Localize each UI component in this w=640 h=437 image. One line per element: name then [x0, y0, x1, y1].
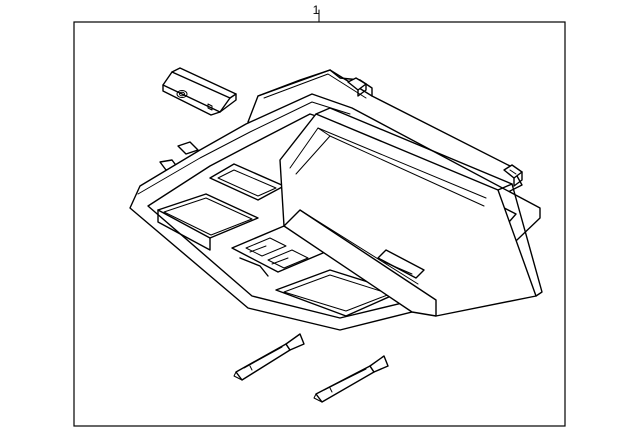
callout-label-1: 1 — [313, 3, 320, 17]
festoon-bulb-2 — [313, 355, 389, 403]
festoon-bulb-1 — [233, 333, 305, 381]
diagram-frame — [73, 21, 566, 427]
connector-part — [162, 67, 237, 116]
overhead-console-assembly — [129, 69, 543, 331]
